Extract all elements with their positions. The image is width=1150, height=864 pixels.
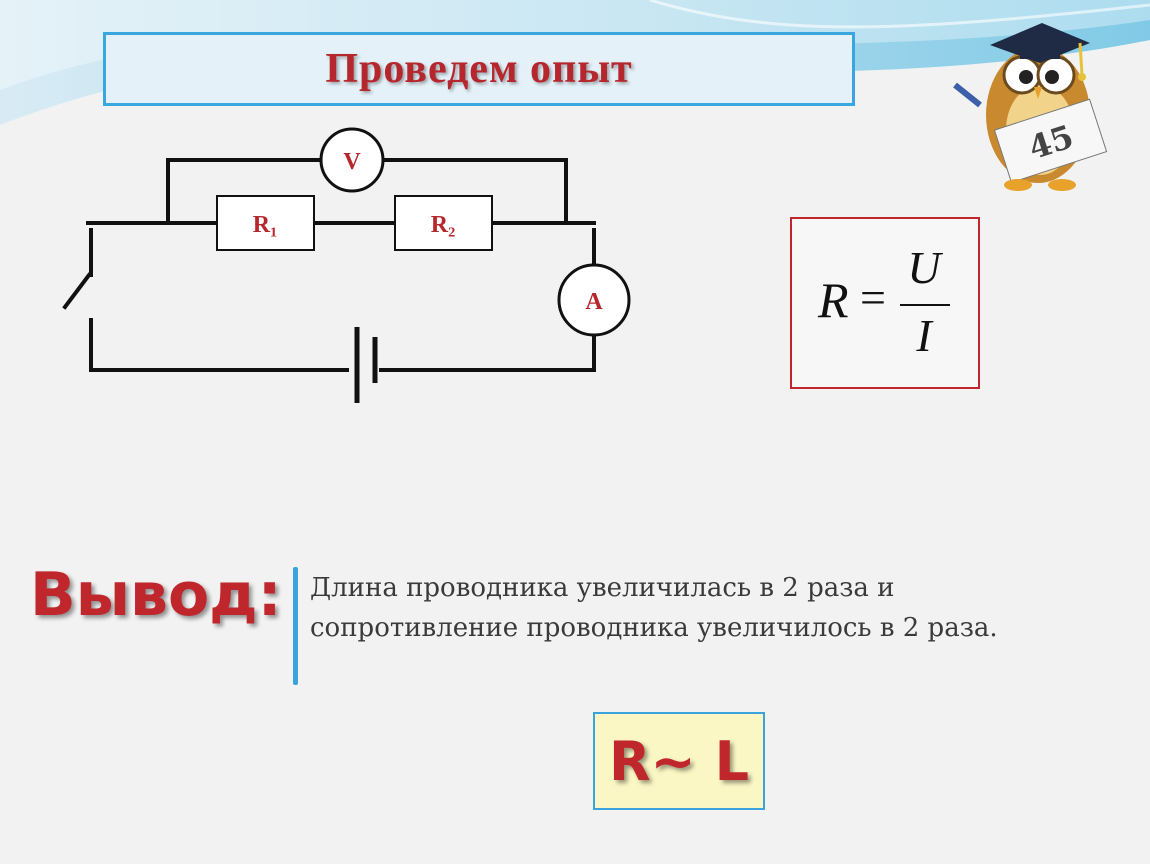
formula-equals-sign: = xyxy=(860,272,886,323)
resistor-r2-label: R₂ xyxy=(431,212,456,238)
title-banner: Проведем опыт xyxy=(103,32,855,106)
formula-resistance-symbol: R xyxy=(818,272,849,328)
formula-numerator: U xyxy=(907,242,941,293)
resistor-r1 xyxy=(216,195,315,251)
ammeter-symbol xyxy=(557,263,631,337)
conclusion-divider xyxy=(293,567,298,685)
formula-box: R = U I xyxy=(790,217,980,389)
voltmeter-label: V xyxy=(343,149,361,175)
formula-denominator: I xyxy=(916,310,932,361)
owl-mascot-image: 45 xyxy=(953,23,1108,191)
slide-title: Проведем опыт xyxy=(325,46,633,92)
result-box: R~ L xyxy=(593,712,765,810)
formula-fraction-bar xyxy=(900,304,950,306)
circuit-diagram: V A R₁ R₂ xyxy=(62,127,631,403)
ammeter-label: A xyxy=(585,289,603,315)
result-relation: R~ L xyxy=(608,729,750,793)
switch-lever xyxy=(62,272,92,310)
voltmeter-symbol xyxy=(319,127,385,193)
conclusion-line-1: Длина проводника увеличилась в 2 раза и xyxy=(310,573,895,603)
conclusion-text: Длина проводника увеличилась в 2 раза и … xyxy=(310,568,1140,648)
resistor-r1-label: R₁ xyxy=(253,212,278,238)
conclusion-heading: Вывод: xyxy=(30,560,282,630)
conclusion-line-2: сопротивление проводника увеличилось в 2… xyxy=(310,613,998,643)
resistor-r2 xyxy=(394,195,493,251)
